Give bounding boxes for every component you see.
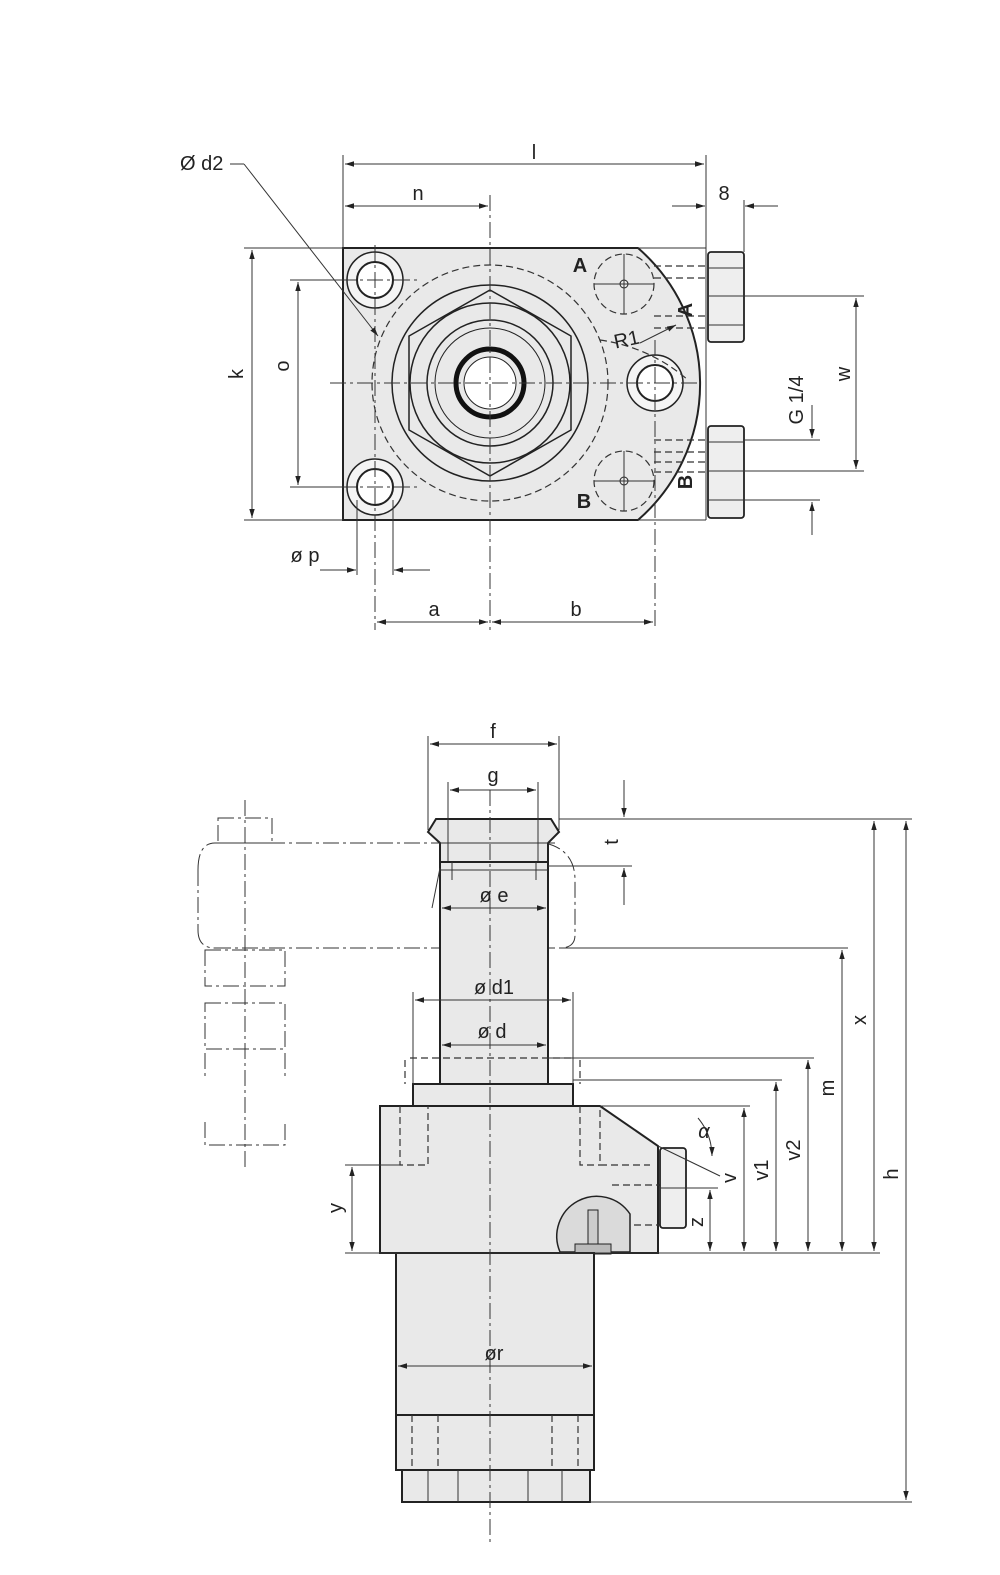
dim-label-d2: Ø d2 <box>180 153 223 175</box>
dim-label-w: w <box>833 366 855 382</box>
dim-label-v1: v1 <box>751 1159 773 1180</box>
dim-label-g14: G 1/4 <box>786 376 808 425</box>
dim-label-d1: ø d1 <box>474 977 514 999</box>
dim-label-h: h <box>881 1168 903 1179</box>
dim-label-a: a <box>428 599 440 621</box>
port-label-a-side: A <box>675 303 697 317</box>
dim-label-f: f <box>490 721 496 743</box>
dim-label-y: y <box>325 1203 347 1213</box>
fitting-a <box>707 251 745 343</box>
side-fitting <box>659 1147 687 1229</box>
port-a-circle <box>593 253 706 329</box>
port-b-circle <box>593 439 706 512</box>
top-view: l n 8 Ø d2 k o w G 1/4 R1 <box>180 142 864 630</box>
dim-label-t: t <box>601 839 623 845</box>
dim-label-p: ø p <box>291 545 320 567</box>
dim-label-x: x <box>849 1015 871 1025</box>
dim-label-l: l <box>532 142 536 164</box>
clamp-arm-phantom <box>197 800 576 1170</box>
dim-label-k: k <box>226 368 248 379</box>
dim-label-o: o <box>272 360 294 371</box>
cylinder-base <box>401 1469 591 1503</box>
dim-label-z: z <box>686 1217 708 1227</box>
rod-flange <box>412 1083 574 1107</box>
dim-label-alpha: α <box>698 1121 710 1143</box>
dim-label-8: 8 <box>718 183 729 205</box>
dim-label-g: g <box>487 765 498 787</box>
dim-label-r: ør <box>485 1343 504 1365</box>
dim-label-v2: v2 <box>783 1139 805 1160</box>
port-label-b-side: B <box>675 475 697 489</box>
dim-label-b: b <box>570 599 581 621</box>
r1-arc <box>599 339 689 381</box>
position-pin <box>556 1195 631 1255</box>
dim-label-v: v <box>719 1173 741 1183</box>
port-label-a: A <box>573 255 587 277</box>
port-label-b: B <box>577 491 591 513</box>
lower-cylinder <box>395 1252 595 1416</box>
dim-label-r1: R1 <box>612 327 642 354</box>
dim-label-e: ø e <box>480 885 509 907</box>
side-view: f g t ø e ø d1 ø d h <box>197 721 912 1545</box>
dim-label-d: ø d <box>478 1021 507 1043</box>
fitting-b <box>707 425 745 519</box>
dim-label-n: n <box>412 183 423 205</box>
dim-label-m: m <box>817 1080 839 1097</box>
